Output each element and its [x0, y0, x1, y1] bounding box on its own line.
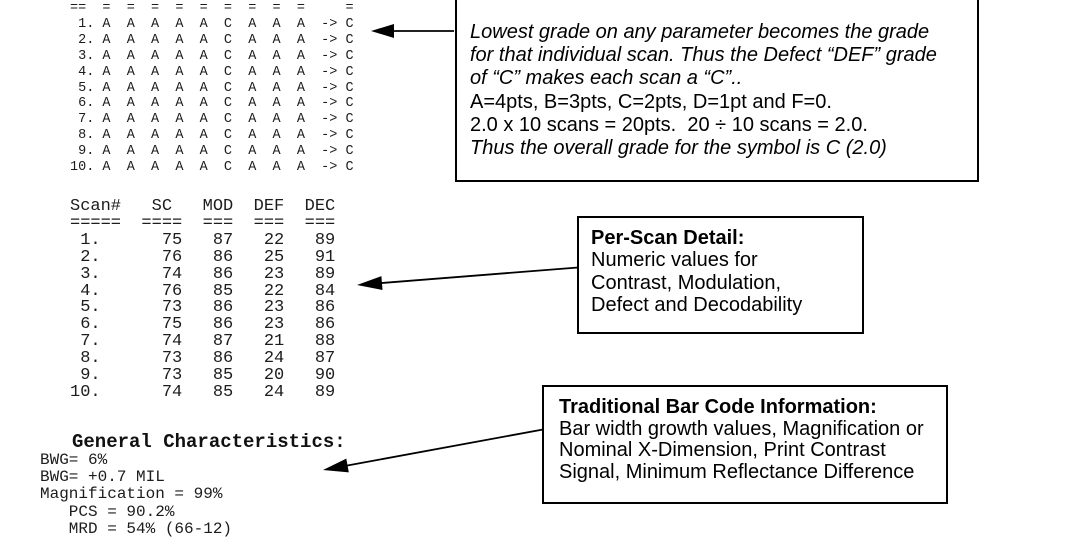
general-characteristics-lines: BWG= 6% BWG= +0.7 MIL Magnification = 99…: [40, 451, 233, 538]
callout-title: Traditional Bar Code Information:: [559, 396, 877, 418]
per-scan-table-block: Scan# SC MOD DEF DEC ===== ==== === === …: [70, 197, 336, 402]
arrow-left-icon: [323, 428, 544, 473]
general-characteristics-title: General Characteristics:: [72, 431, 346, 453]
callout-line: Bar width growth values, Magnification o…: [559, 417, 924, 440]
callout-line: A=4pts, B=3pts, C=2pts, D=1pt and F=0.: [470, 90, 832, 113]
scan-grade-summary-block: == = = = = = = = = = = 1. A A A A A C A …: [70, 1, 354, 176]
callout-line: for that individual scan. Thus the Defec…: [470, 44, 937, 67]
callout-line: Lowest grade on any parameter becomes th…: [470, 21, 930, 43]
arrow-left-icon: [357, 266, 579, 290]
callout-line: Thus the overall grade for the symbol is…: [470, 137, 887, 160]
callout-line: Signal, Minimum Reflectance Difference: [559, 461, 915, 484]
callout-line: of “C” makes each scan a “C”..: [470, 67, 743, 90]
callout-line: Contrast, Modulation,: [591, 271, 782, 294]
callout-title: Per-Scan Detail:: [591, 227, 745, 249]
arrow-left-icon: [371, 24, 454, 38]
callout-line: Nominal X-Dimension, Print Contrast: [559, 439, 886, 462]
callout-line: Numeric values for: [591, 249, 758, 272]
callout-line: Defect and Decodability: [591, 294, 803, 317]
callout-traditional-info-box: Traditional Bar Code Information: Bar wi…: [542, 385, 948, 504]
callout-per-scan-detail-box: Per-Scan Detail: Numeric values for Cont…: [577, 216, 864, 334]
callout-grade-rule-box: Lowest grade on any parameter becomes th…: [455, 0, 979, 182]
callout-line: 2.0 x 10 scans = 20pts. 20 ÷ 10 scans = …: [470, 113, 868, 136]
